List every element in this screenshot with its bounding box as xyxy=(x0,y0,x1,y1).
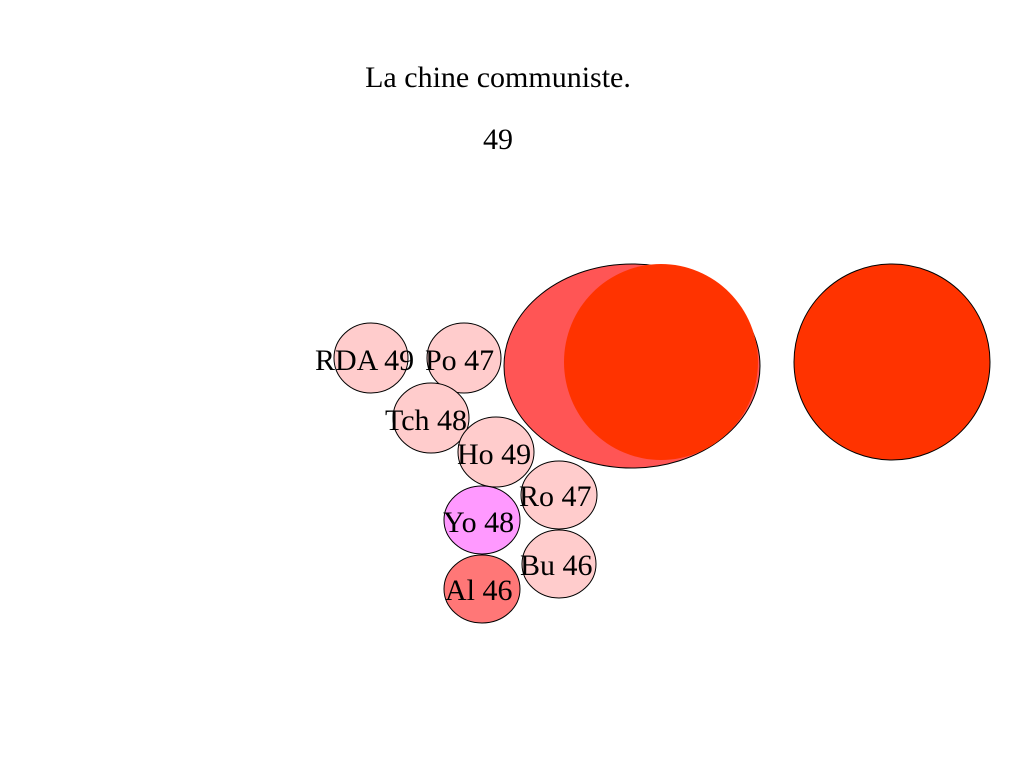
node-circle-po xyxy=(426,322,502,394)
node-circle-tch xyxy=(392,382,470,454)
slide-title: La chine communiste. xyxy=(365,61,631,94)
node-label-ho: Ho 49 xyxy=(457,438,531,471)
large-circle-ussr-front xyxy=(564,264,758,460)
node-label-tch: Tch 48 xyxy=(385,404,467,437)
node-label-yo: Yo 48 xyxy=(443,506,514,539)
node-circle-rda xyxy=(333,322,409,394)
node-circle-ro xyxy=(520,460,598,530)
node-label-al: Al 46 xyxy=(445,574,513,607)
node-circle-al xyxy=(443,554,521,624)
node-circle-yo xyxy=(443,485,521,555)
node-label-ro: Ro 47 xyxy=(519,480,592,513)
slide-subtitle: 49 xyxy=(483,123,513,156)
node-circle-bu xyxy=(521,529,597,599)
node-label-bu: Bu 46 xyxy=(520,549,593,582)
node-label-po: Po 47 xyxy=(425,344,494,377)
large-circle-china xyxy=(793,263,991,461)
node-label-rda: RDA 49 xyxy=(315,344,414,377)
node-circle-ho xyxy=(457,416,535,488)
